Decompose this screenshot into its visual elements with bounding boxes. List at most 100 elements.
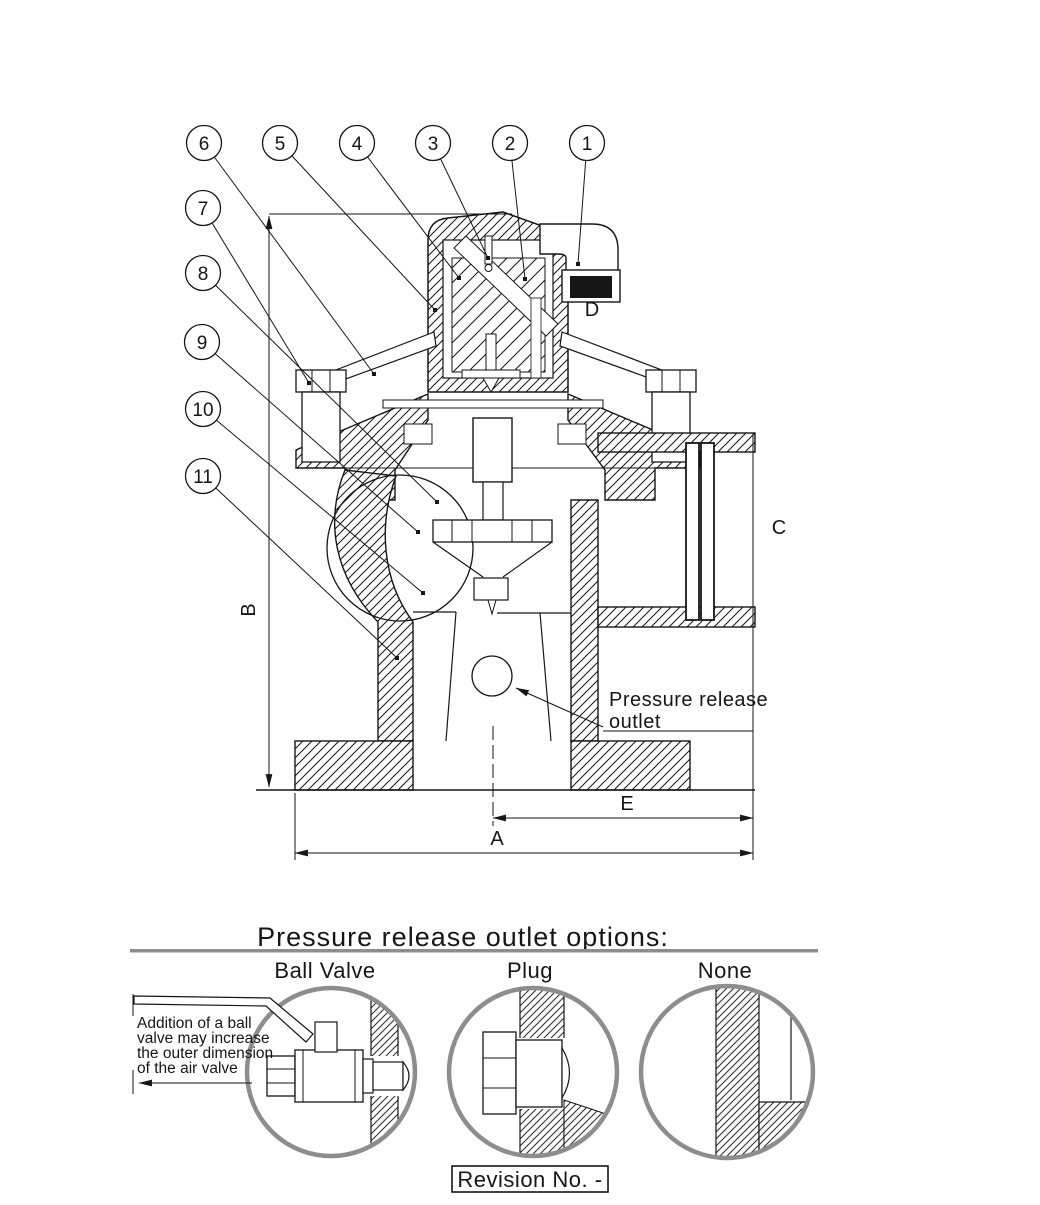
bv-hex-end [266, 1055, 296, 1097]
balloon-4 [338, 124, 376, 162]
pg-body [515, 1039, 563, 1108]
center-block [472, 417, 513, 483]
cone-edge [502, 541, 553, 578]
stem-nut [473, 577, 509, 601]
outlet-flange-plate [700, 442, 715, 621]
dim-label-C: C [772, 517, 786, 539]
leader-8 [202, 272, 438, 503]
none-detail [638, 983, 816, 1161]
cone-edge [432, 541, 484, 578]
stem-pin [487, 599, 497, 616]
leader-1 [577, 142, 588, 265]
bv-stem [314, 1021, 338, 1053]
balloon-1-number: 1 [582, 134, 593, 155]
balloon-11 [184, 457, 222, 495]
leader-5 [279, 142, 436, 311]
float-disc [461, 369, 521, 379]
base-flange-right [570, 740, 691, 791]
outlet-note-line2: outlet [609, 711, 661, 733]
pressure-release-hole [471, 655, 513, 697]
seat-clamp [432, 519, 553, 543]
diaphragm-plate [382, 399, 604, 409]
float-stem [485, 333, 497, 373]
bv-body [294, 1049, 364, 1103]
outlet-leader [515, 687, 604, 728]
pg-nose [561, 1045, 571, 1101]
throat-edge [539, 612, 552, 742]
dim-label-E: E [620, 793, 633, 815]
outlet-annotation: Pressure release outlet [515, 687, 768, 733]
balloon-leaders [201, 142, 588, 660]
bv-nose [402, 1060, 410, 1092]
balloon-8-number: 8 [198, 264, 209, 285]
outlet-note-line1: Pressure release [609, 689, 768, 711]
leader-2 [509, 142, 526, 280]
ball-valve-detail [133, 985, 418, 1159]
balloon-1 [568, 124, 606, 162]
leader-11 [202, 475, 398, 659]
note-line-3: the outer dimension [137, 1045, 273, 1062]
leader-10 [202, 408, 424, 594]
balloon-6-number: 6 [199, 134, 210, 155]
balloon-4-number: 4 [352, 134, 363, 155]
threaded-plug-black [570, 276, 612, 298]
ball-valve-circle [244, 985, 418, 1159]
heading-underline [130, 949, 818, 953]
none-circle [638, 983, 816, 1161]
balloon-numbers: 1 2 3 4 5 6 7 8 9 10 11 [192, 134, 592, 488]
pg-hex-head [482, 1031, 517, 1115]
base-flange-left [294, 740, 414, 791]
balloon-8 [184, 254, 222, 292]
revision-block: Revision No. - [451, 1165, 609, 1193]
balloon-7-number: 7 [198, 199, 209, 220]
nn-wall-hatch [715, 988, 760, 1156]
balloon-3 [414, 124, 452, 162]
dim-label-D: D [585, 299, 599, 321]
revision-text: Revision No. - [457, 1167, 602, 1192]
float-tip [482, 377, 500, 394]
balloon-2-number: 2 [505, 134, 516, 155]
balloon-11-number: 11 [193, 467, 213, 488]
dimensions [265, 213, 754, 860]
pin-ball [484, 264, 493, 272]
bv-coupling [372, 1061, 404, 1091]
option-label-plug: Plug [507, 958, 553, 983]
leader-endpoints [307, 256, 580, 660]
outlet-bottom-wall [597, 606, 756, 628]
left-bolt-shaft [301, 391, 341, 463]
balloon-5-number: 5 [275, 134, 286, 155]
bv-nipple [362, 1058, 374, 1094]
leader-3 [432, 142, 489, 259]
balloon-5 [261, 124, 299, 162]
leader-7 [202, 207, 310, 384]
note-line-1: Addition of a ball [137, 1015, 252, 1032]
option-label-ball-valve: Ball Valve [274, 958, 375, 983]
balloon-9-number: 9 [197, 333, 208, 354]
air-channel [530, 297, 542, 379]
right-seal [557, 423, 587, 445]
left-seal [403, 423, 433, 445]
dim-label-B: B [238, 603, 260, 616]
body-left-wall [333, 469, 414, 742]
option-label-none: None [698, 958, 753, 983]
plug-circle [446, 985, 620, 1159]
right-bolt-head [645, 369, 697, 393]
revision-box [451, 1165, 609, 1193]
outlet-top-wall [597, 432, 756, 453]
balloon-7 [184, 189, 222, 227]
body-right-wall [570, 499, 599, 742]
balloon-10 [184, 390, 222, 428]
balloon-10-number: 10 [192, 400, 213, 421]
leader-6 [203, 142, 375, 375]
bv-handle [133, 995, 314, 1043]
plug-detail [446, 985, 620, 1159]
balloon-3-number: 3 [428, 134, 439, 155]
dim-label-A: A [490, 828, 504, 850]
leader-9 [201, 341, 419, 533]
ball-valve-note: Addition of a ball valve may increase th… [132, 994, 273, 1094]
balloon-6 [185, 124, 223, 162]
note-line-4: of the air valve [137, 1060, 238, 1077]
leader-4 [356, 142, 460, 279]
valve-section [256, 211, 756, 791]
